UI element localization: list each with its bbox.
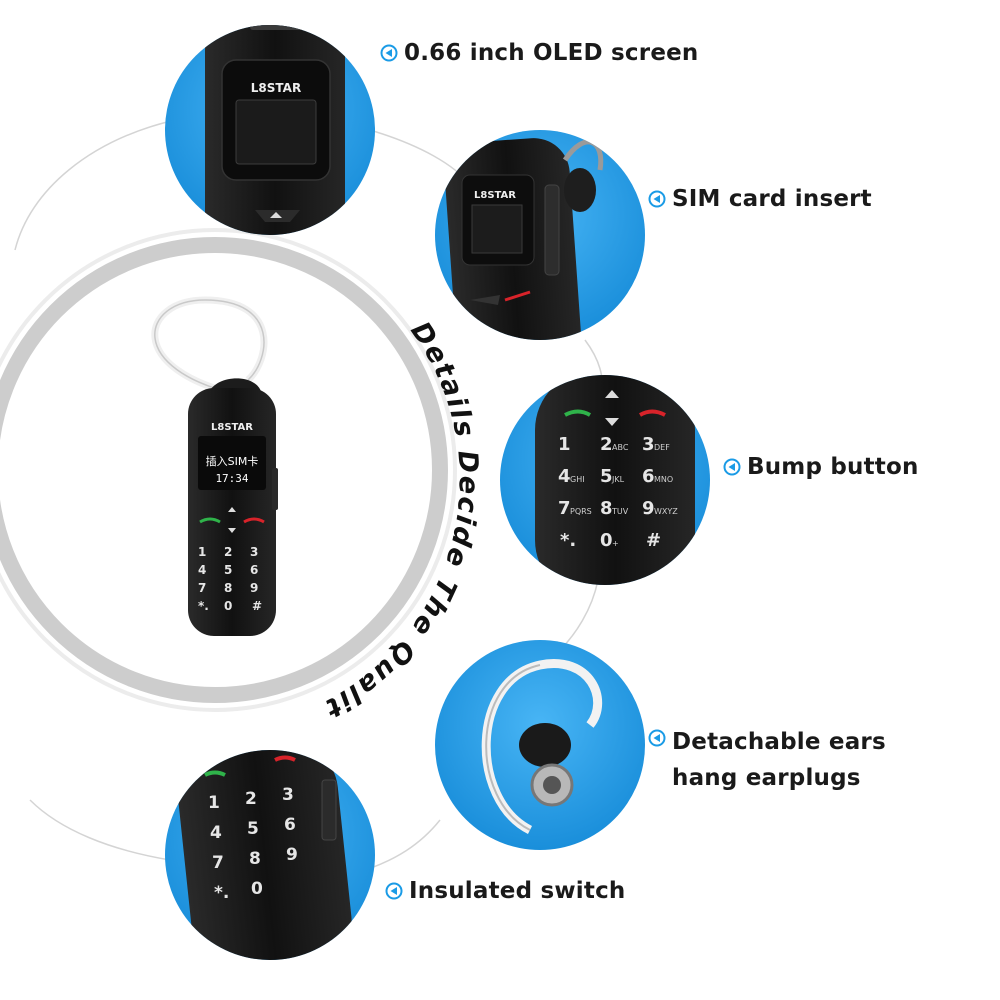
- svg-text:2: 2: [245, 789, 257, 809]
- svg-text:7: 7: [212, 853, 224, 873]
- feature-label: Bump button: [747, 454, 919, 480]
- svg-text:MNO: MNO: [654, 475, 673, 484]
- center-phone-brand: L8STAR: [211, 422, 253, 433]
- feature-label-line2: hang earplugs: [672, 765, 861, 791]
- svg-text:8: 8: [224, 581, 232, 595]
- svg-text:JKL: JKL: [611, 475, 625, 484]
- svg-text:TUV: TUV: [611, 507, 629, 516]
- svg-text:PQRS: PQRS: [570, 507, 592, 516]
- svg-text:7: 7: [198, 581, 206, 595]
- svg-text:3: 3: [642, 434, 655, 455]
- svg-text:4: 4: [198, 563, 206, 577]
- svg-text:2: 2: [224, 545, 232, 559]
- svg-text:0: 0: [600, 530, 613, 551]
- pointer-icon: [385, 882, 403, 900]
- feature-detachable-ears: Detachable ears hang earplugs: [648, 724, 886, 796]
- feature-label: Insulated switch: [409, 878, 626, 904]
- svg-text:7: 7: [558, 498, 571, 519]
- svg-text:8: 8: [600, 498, 613, 519]
- svg-text:ABC: ABC: [612, 443, 629, 452]
- svg-text:6: 6: [250, 563, 258, 577]
- svg-text:*.: *.: [198, 599, 209, 613]
- detail-circle-keypad: 1 2 3 4 5 6 7 8 9 *. 0 # ABC DEF GHI JKL MNO PQRS TU…: [500, 375, 710, 585]
- svg-text:3: 3: [250, 545, 258, 559]
- svg-text:3: 3: [282, 785, 294, 805]
- center-ring: [0, 228, 457, 712]
- svg-text:5: 5: [247, 819, 259, 839]
- feature-sim-card: SIM card insert: [648, 186, 872, 212]
- svg-text:L8STAR: L8STAR: [474, 190, 516, 201]
- svg-text:9: 9: [250, 581, 258, 595]
- svg-text:2: 2: [600, 434, 613, 455]
- feature-label: Detachable ears: [672, 729, 886, 755]
- svg-text:5: 5: [600, 466, 613, 487]
- svg-text:*.: *.: [560, 530, 576, 551]
- svg-text:6: 6: [284, 815, 296, 835]
- center-phone-time: 17:34: [215, 472, 248, 485]
- svg-text:1: 1: [198, 545, 206, 559]
- detail-circle-earhook: [435, 640, 645, 850]
- svg-text:9: 9: [642, 498, 655, 519]
- feature-label: 0.66 inch OLED screen: [404, 40, 699, 66]
- svg-text:*.: *.: [214, 883, 229, 903]
- connector-lines: [14, 119, 603, 871]
- svg-text:6: 6: [642, 466, 655, 487]
- pointer-icon: [648, 190, 666, 208]
- svg-text:8: 8: [249, 849, 261, 869]
- svg-text:1: 1: [558, 434, 571, 455]
- detail-circle-switch: 1 2 3 4 5 6 7 8 9 *. 0: [165, 750, 375, 960]
- svg-text:1: 1: [208, 793, 220, 813]
- pointer-icon: [723, 458, 741, 476]
- detail-circle-sim: L8STAR: [435, 130, 645, 340]
- svg-text:DEF: DEF: [654, 443, 670, 452]
- feature-bump-button: Bump button: [723, 454, 919, 480]
- svg-text:0: 0: [224, 599, 232, 613]
- svg-text:#: #: [646, 530, 661, 551]
- feature-label: SIM card insert: [672, 186, 872, 212]
- svg-text:GHI: GHI: [570, 475, 585, 484]
- detail-circle-screen: L8STAR: [165, 25, 375, 235]
- pointer-icon: [648, 729, 666, 747]
- svg-text:5: 5: [224, 563, 232, 577]
- svg-text:4: 4: [210, 823, 222, 843]
- screen-brand-1: L8STAR: [251, 81, 301, 95]
- svg-text:WXYZ: WXYZ: [654, 507, 678, 516]
- feature-insulated-switch: Insulated switch: [385, 878, 626, 904]
- svg-text:9: 9: [286, 845, 298, 865]
- pointer-icon: [380, 44, 398, 62]
- center-phone-screen-text: 插入SIM卡: [206, 454, 259, 468]
- svg-text:4: 4: [558, 466, 571, 487]
- feature-oled-screen: 0.66 inch OLED screen: [380, 40, 699, 66]
- svg-text:+: +: [612, 539, 619, 548]
- svg-text:0: 0: [251, 879, 263, 899]
- center-phone: L8STAR 插入SIM卡 17:34 1 2 3 4 5 6 7 8 9 *. 0 #: [151, 296, 278, 636]
- svg-text:#: #: [252, 599, 262, 613]
